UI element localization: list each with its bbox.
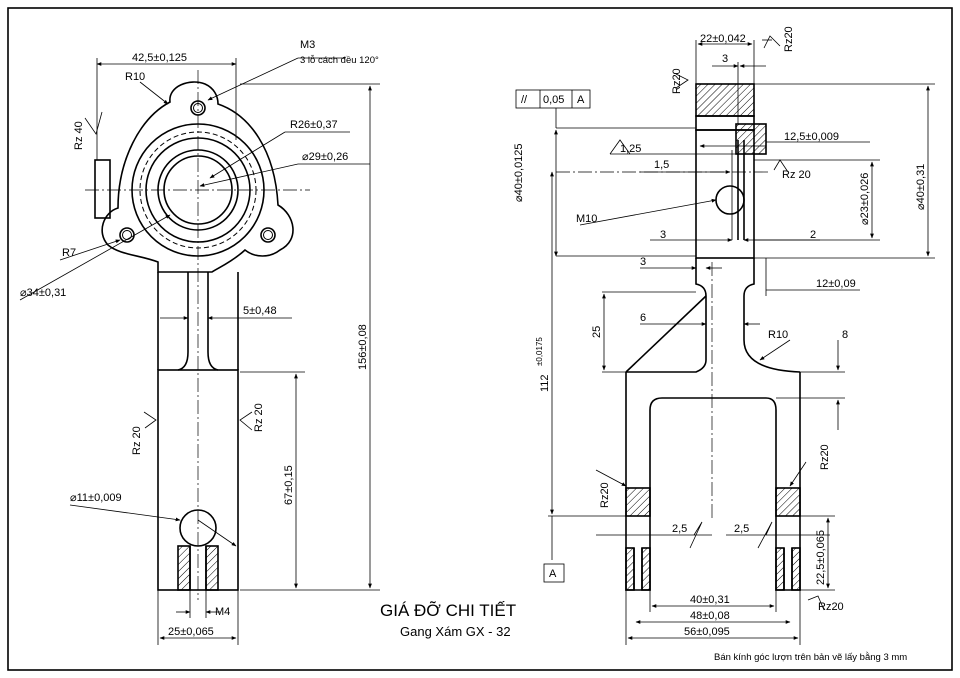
rz20-top-label: Rz20 <box>783 26 795 52</box>
height-lower-label: 67±0,15 <box>283 465 295 505</box>
hole-label: ⌀11±0,009 <box>70 492 122 504</box>
gdt-symbol: // <box>521 94 528 106</box>
r125-label: 1,25 <box>620 143 641 155</box>
r7-label: R7 <box>62 247 76 259</box>
roughness-a-label: 2,5 <box>672 523 687 535</box>
thread-m3-label: M3 <box>300 39 315 51</box>
d12-5-label: 12,5±0,009 <box>784 131 839 143</box>
m10-label: M10 <box>576 213 597 225</box>
d112-tolerance: ±0,0175 <box>535 337 544 366</box>
right-view-dimensions <box>515 35 935 645</box>
d40-031-label: ⌀40±0,31 <box>915 164 927 210</box>
left-view <box>85 70 310 600</box>
r26-label: R26±0,37 <box>290 119 338 131</box>
drawing-title: GIÁ ĐỠ CHI TIẾT <box>380 601 516 620</box>
holes-note: 3 lỗ cách đều 120° <box>300 55 379 66</box>
d112-label: 112 <box>539 374 551 392</box>
gdt-tolerance: 0,05 <box>543 94 564 106</box>
width-top-label: 22±0,042 <box>700 33 746 45</box>
width-48-label: 48±0,08 <box>690 610 730 622</box>
d22-5-label: 22,5±0,065 <box>815 530 827 585</box>
d3-b-label: 3 <box>640 256 646 268</box>
d6-label: 6 <box>640 312 646 324</box>
rz20-a-label: Rz20 <box>599 482 611 508</box>
d2-label: 2 <box>810 229 816 241</box>
right-view-labels: 22±0,042 Rz20 3 Rz20 // 0,05 A ⌀40±0,012… <box>513 26 927 638</box>
datum-a-label: A <box>549 568 557 580</box>
rz20-b-label: Rz20 <box>819 444 831 470</box>
right-view <box>556 83 801 591</box>
sheet-border <box>7 7 953 671</box>
d8-label: 8 <box>842 329 848 341</box>
left-view-labels: 42,5±0,125 M3 3 lỗ cách đều 120° R10 Rz … <box>20 39 379 638</box>
r10-right-label: R10 <box>768 329 788 341</box>
gdt-datum: A <box>577 94 585 106</box>
width-56-label: 56±0,095 <box>684 626 730 638</box>
d34-label: ⌀34±0,31 <box>20 287 66 299</box>
d25-label: 25 <box>591 326 603 338</box>
d23-label: ⌀23±0,026 <box>859 173 871 225</box>
d12-label: 12±0,09 <box>816 278 856 290</box>
r10-label: R10 <box>125 71 145 83</box>
rz20-right-label: Rz 20 <box>253 403 265 432</box>
roughness-b-label: 2,5 <box>734 523 749 535</box>
rz20-inner-label: Rz 20 <box>782 169 811 181</box>
d40-0125-label: ⌀40±0,0125 <box>513 143 525 202</box>
rz20-side-label: Rz20 <box>671 68 683 94</box>
m4-label: M4 <box>215 606 230 618</box>
rib-label: 5±0,48 <box>243 305 277 317</box>
rz20-left-label: Rz 20 <box>131 426 143 455</box>
rz20-c-label: Rz20 <box>818 601 844 613</box>
d29-label: ⌀29±0,26 <box>302 151 348 163</box>
left-view-dimensions <box>19 57 380 645</box>
dim-42-5: 42,5±0,125 <box>132 52 187 64</box>
rz40-label: Rz 40 <box>73 121 85 150</box>
drawing-note: Bán kính góc lượn trên bản vẽ lấy bằng 3… <box>714 652 907 663</box>
base-width-label: 25±0,065 <box>168 626 214 638</box>
d3-a-label: 3 <box>660 229 666 241</box>
d1-5-label: 1,5 <box>654 159 669 171</box>
height-total-label: 156±0,08 <box>357 324 369 370</box>
width-40-label: 40±0,31 <box>690 594 730 606</box>
dim3-top-label: 3 <box>722 53 728 65</box>
drawing-material: Gang Xám GX - 32 <box>400 624 511 639</box>
